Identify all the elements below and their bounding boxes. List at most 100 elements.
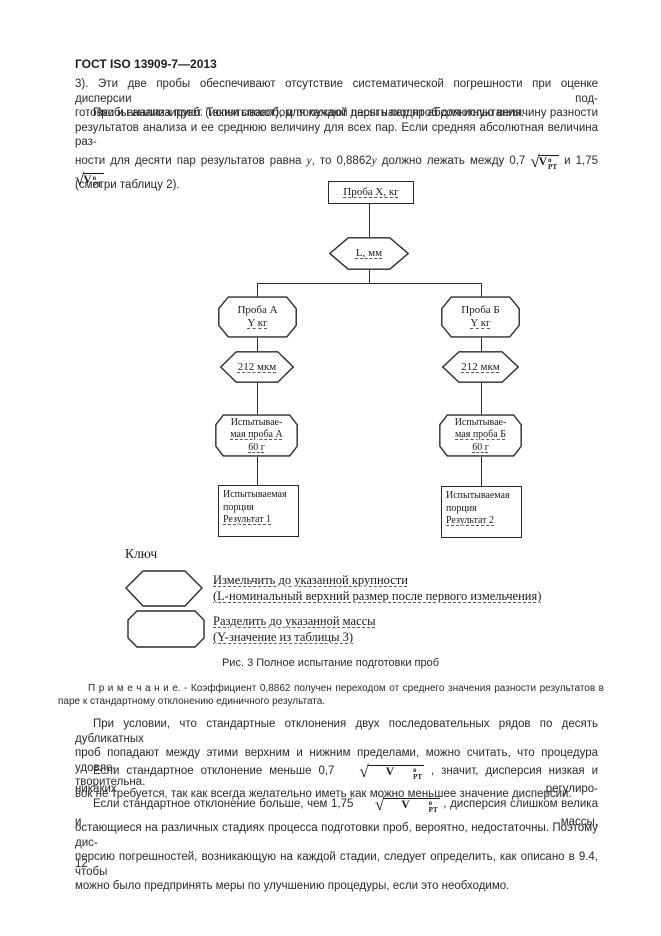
formula-superscript: о [92,173,97,182]
formula-variable: V [385,766,395,778]
page-number: 12 [75,858,88,870]
paragraph-line: Пробы анализируют (испытывают), для кажд… [93,107,598,119]
paragraph-line-formula: Если стандартное отклонение меньше 0,7 √… [75,762,598,795]
text-segment: и 1,75 [559,154,598,167]
node-label: 212 мкм [237,360,277,373]
node-label: L, мм [355,247,383,259]
key-crush-text: Измельчить до указанной крупности (L-ном… [213,573,613,604]
text-segment: Если стандартное отклонение больше, чем … [93,798,357,810]
diagram-node-test-sample-a: Испытывае- мая проба А 60 г [215,414,298,457]
radical-sign: √ [75,169,85,189]
hexagon-shape [442,351,519,383]
variable-y: y [306,154,312,167]
paragraph-line: готовки и анализа проб. Таким способом п… [75,107,525,120]
hexagon-shape [329,237,409,270]
node-label: 60 г [248,441,265,453]
paragraph-1: 3). Эти две пробы обеспечивают отсутстви… [75,77,598,121]
connector-line [369,270,370,283]
paragraph-3: При условии, что стандартные отклонения … [75,717,598,790]
paragraph-line: При условии, что стандартные отклонения … [75,718,598,745]
node-label: Y кг [470,317,491,329]
radical-sign: √ [359,762,369,781]
node-label: Проба X, кг [343,186,399,198]
node-label: Проба А [237,304,278,316]
connector-line [257,283,258,297]
page-header: ГОСТ ISO 13909-7—2013 [75,57,217,71]
octagon-shape [441,296,520,338]
formula-subscript: РТ [428,806,438,814]
radical-sign: √ [530,151,540,171]
text-segment: , значит, дисперсия низкая и никаких рег… [75,765,598,795]
node-label: Результат 1 [223,514,272,525]
diagram-node-sample-a: Проба А Y кг [218,296,297,338]
octagon-shape [218,296,297,338]
paragraph-line: остающиеся на различных стадиях процесса… [75,822,598,849]
node-label: Испытываемая [223,489,287,500]
key-title: Ключ [125,546,158,561]
text-segment: должно лежать между 0,7 [376,154,531,167]
diagram-node-size-a: 212 мкм [220,351,294,383]
paragraph-line: можно было предпринять меры по улучшению… [75,880,510,893]
node-label: Результат 2 [446,515,495,526]
text-segment: Если стандартное отклонение меньше 0,7 [93,765,342,777]
formula-subscript: РТ [548,162,558,171]
diagram-node-size-b: 212 мкм [442,351,519,383]
key-line: (L-номинальный верхний размер после перв… [213,588,542,603]
paragraph-line: вок не требуется, так как всегда желател… [75,788,572,800]
diagram-node-test-sample-b: Испытывае- мая проба Б 60 г [439,414,522,457]
diagram-node-sample-x: Проба X, кг [328,181,414,204]
octagon-shape [215,414,298,457]
connector-line [369,202,370,237]
paragraph-line: проб попадают между этими верхним и нижн… [75,747,598,774]
formula-variable: V [401,799,410,811]
paragraph-line: персию погрешностей, возникающую на кажд… [75,851,598,878]
octagon-shape [439,414,522,457]
node-label: Испытывае- [230,416,283,428]
figure-caption: Рис. 3 Полное испытание подготовки проб [221,657,440,669]
connector-line [481,283,482,297]
key-octagon-symbol [127,610,205,648]
node-label: порция [446,502,477,514]
connector-line [257,383,258,414]
paragraph-line: 3). Эти две пробы обеспечивают отсутстви… [75,78,598,105]
key-line: (Y-значение из таблицы 3) [213,629,354,644]
hexagon-shape [220,351,294,383]
paragraph-2: Пробы анализируют (испытывают), для кажд… [75,106,598,192]
node-label: Испытывае- [454,416,507,428]
diagram-node-crush-l: L, мм [329,237,409,270]
formula-superscript: о [413,766,417,774]
paragraph-line-formula: ности для десяти пар результатов равна y… [75,151,598,189]
formula-variable: V [538,155,548,168]
paragraph-5: Если стандартное отклонение больше, чем … [75,795,598,894]
connector-line [257,338,258,351]
key-line: Разделить до указанной массы [213,614,376,628]
node-label: Y кг [247,317,268,329]
key-hexagon-symbol [125,570,203,607]
paragraph-line: результатов анализа и ее среднюю величин… [75,121,598,149]
paragraph-line: (смотри таблицу 2). [75,178,180,191]
node-label: Проба Б [461,304,500,316]
text-segment: , то 0,8862 [311,154,372,167]
connector-line [481,338,482,351]
connector-line [481,383,482,414]
paragraph-4: Если стандартное отклонение меньше 0,7 √… [75,762,598,802]
diagram-node-sample-b: Проба Б Y кг [441,296,520,338]
note-block: П р и м е ч а н и е. - Коэффициент 0,886… [58,683,604,708]
paragraph-line: творительна. [75,776,146,789]
key-line: Измельчить до указанной крупности [213,573,408,587]
formula-subscript: РТ [92,180,102,189]
note-line: паре к стандартному отклонению единичног… [58,695,326,707]
connector-line [257,283,482,284]
node-label: мая проба А [230,429,283,441]
node-label: порция [223,501,254,513]
radical-sign: √ [375,795,385,814]
text-segment: , дисперсия слишком велика и массы, [75,798,598,828]
text-segment: ности для десяти пар результатов равна [75,154,307,167]
connector-line [481,457,482,486]
node-label: 60 г [472,441,489,453]
formula-superscript: о [548,155,552,164]
